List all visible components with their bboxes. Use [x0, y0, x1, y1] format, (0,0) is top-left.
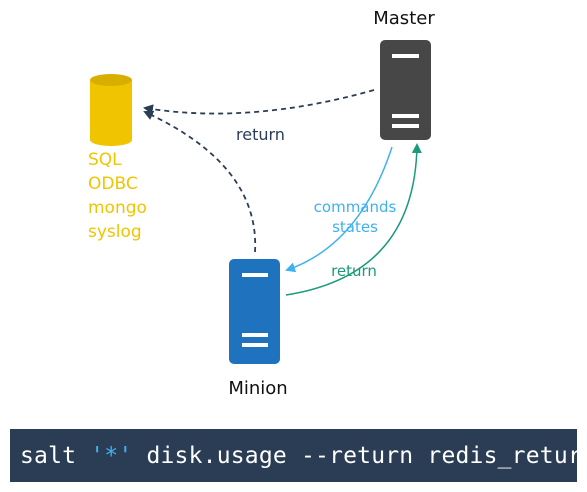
- master-to-database-edge: [143, 89, 375, 115]
- database-icon: [90, 74, 132, 146]
- returner-list: SQL ODBC mongo syslog: [88, 150, 147, 242]
- minion-server-icon: [229, 259, 280, 364]
- return-edge-label: return: [331, 262, 377, 280]
- minion-to-master-edge: [285, 143, 422, 296]
- command-prefix: salt: [20, 442, 91, 469]
- commands-edge-label: commands: [314, 198, 397, 216]
- returner-label: SQL: [88, 150, 122, 170]
- returner-label: ODBC: [88, 174, 138, 194]
- states-edge-label: states: [332, 218, 378, 236]
- minion-to-database-edge: [143, 110, 257, 253]
- minion-label: Minion: [228, 378, 287, 399]
- master-to-minion-edge: [285, 146, 393, 273]
- command-bar: salt '*' disk.usage --return redis_retur…: [10, 429, 587, 482]
- returner-label: syslog: [88, 222, 142, 242]
- return-edge-label: return: [236, 125, 285, 144]
- master-label: Master: [373, 8, 435, 29]
- returner-label: mongo: [88, 198, 147, 218]
- master-server-icon: [380, 40, 431, 140]
- command-target: '*': [90, 442, 133, 469]
- command-rest: disk.usage --return redis_return: [132, 442, 587, 469]
- command-text: salt '*' disk.usage --return redis_retur…: [20, 443, 587, 469]
